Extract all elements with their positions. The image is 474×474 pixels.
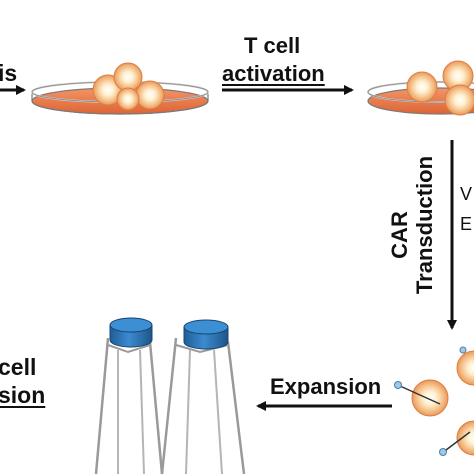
left-cut-label-bottom-line1: cell [0,354,37,380]
t-cell [116,87,140,111]
t-cell [456,420,474,456]
flask-cap [183,319,229,350]
culture-flask-1 [94,317,164,474]
expansion-label: Expansion [270,374,382,399]
left-cut-label-top: is [0,60,18,86]
transduction-label-line2: Transduction [412,155,437,295]
petri-dish-1 [31,62,209,115]
transduction-label-line1: CAR [387,211,412,259]
t-cells-dish-1 [92,62,165,111]
vector-letter-2: E [460,214,473,234]
vector-letter-1: V [460,184,473,204]
activation-label-line2: activation [222,61,325,86]
culture-flask-2 [160,319,246,474]
petri-dish-2 [367,60,474,116]
t-cell [406,71,438,103]
flask-cap [109,317,153,348]
t-cells-dish-2 [406,60,474,116]
activation-label-line1: T cell [244,33,301,58]
t-cell [113,62,143,92]
left-cut-label-bottom-line2: sion [0,382,46,408]
t-cell [411,379,449,417]
t-cell [444,84,474,116]
transduced-cells [394,346,474,456]
t-cell [456,350,474,386]
t-cell [135,80,165,110]
